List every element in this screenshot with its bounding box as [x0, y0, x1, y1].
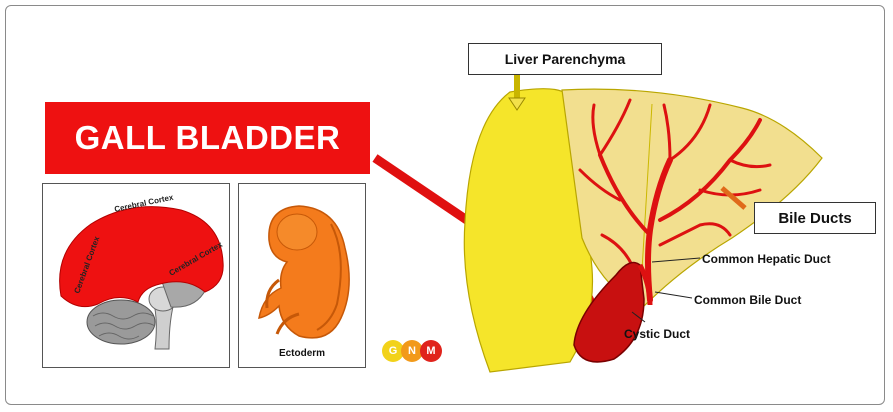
liver-parenchyma-label: Liver Parenchyma — [468, 43, 662, 75]
common-hepatic-duct-label: Common Hepatic Duct — [702, 252, 831, 266]
bile-ducts-label: Bile Ducts — [754, 202, 876, 234]
common-bile-duct-label: Common Bile Duct — [694, 293, 801, 307]
cystic-duct-label: Cystic Duct — [624, 327, 690, 341]
